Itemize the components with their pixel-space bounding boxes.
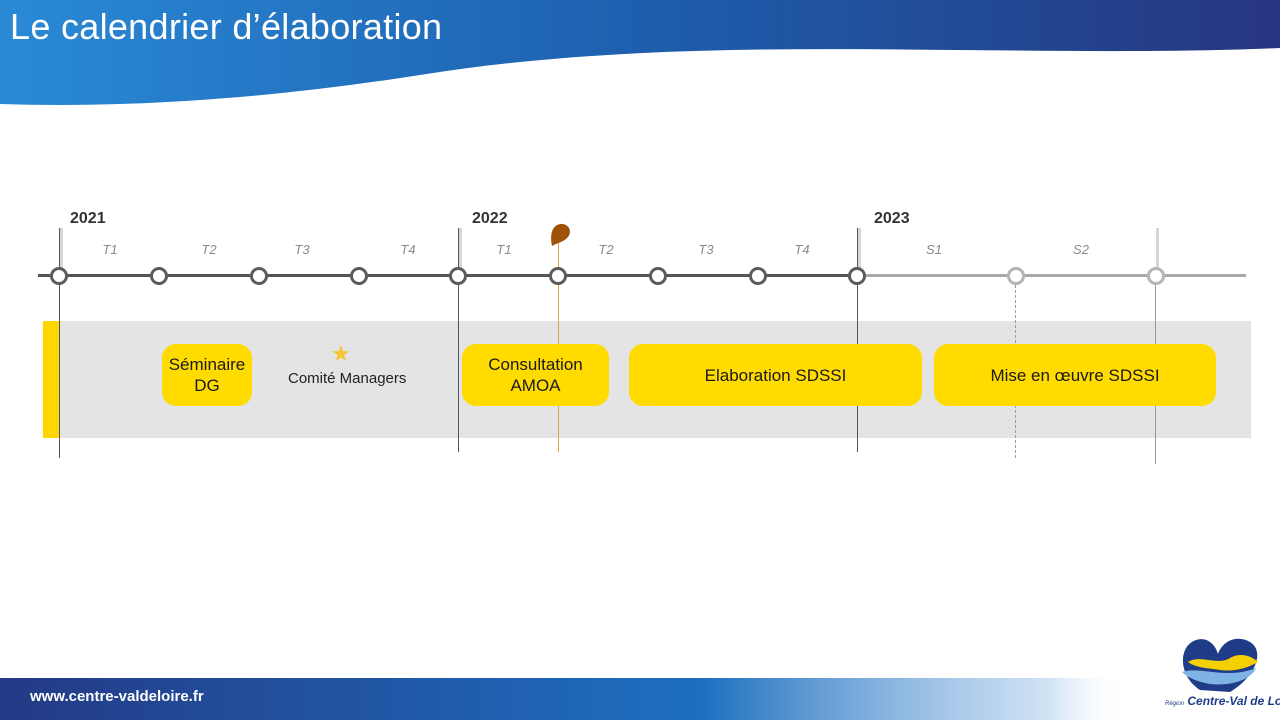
phase-mise-en-oeuvre-sdssi: Mise en œuvre SDSSI (934, 344, 1216, 406)
map-pin-icon (551, 223, 571, 246)
period-label: S1 (926, 242, 942, 257)
milestone-circle-future (1007, 267, 1025, 285)
period-label: T3 (698, 242, 714, 257)
milestone-circle (649, 267, 667, 285)
milestone-circle-future (1147, 267, 1165, 285)
milestone-circle (50, 267, 68, 285)
footer-band (0, 678, 1280, 720)
phase-label: Elaboration SDSSI (704, 365, 847, 385)
region-logo (1182, 638, 1258, 692)
year-divider-shadow (858, 228, 861, 274)
period-label: T1 (102, 242, 118, 257)
timeline-track (38, 274, 858, 277)
period-label: T2 (598, 242, 614, 257)
milestone-circle (848, 267, 866, 285)
phase-elaboration-sdssi: Elaboration SDSSI (629, 344, 922, 406)
phase-seminaire-dg: Séminaire DG (162, 344, 252, 406)
milestone-circle (749, 267, 767, 285)
year-label-2023: 2023 (874, 210, 910, 227)
phase-consultation-amoa: Consultation AMOA (462, 344, 609, 406)
period-label: T2 (201, 242, 217, 257)
period-label: T3 (294, 242, 310, 257)
year-label-2022: 2022 (472, 210, 508, 227)
logo-wordmark: Région Centre-Val de Loire (1165, 694, 1280, 708)
logo-wordmark-main: Centre-Val de Loire (1187, 694, 1280, 708)
phase-label-line1: Séminaire (168, 355, 246, 374)
year-divider-shadow (459, 228, 462, 274)
page-title: Le calendrier d’élaboration (10, 6, 443, 47)
year-label-2021: 2021 (70, 210, 106, 227)
phase-label: Mise en œuvre SDSSI (990, 365, 1160, 385)
logo-wordmark-small: Région (1165, 701, 1185, 707)
milestone-comite-managers: Comité Managers (288, 370, 407, 387)
phase-label-line1: Consultation (488, 355, 583, 374)
phase-label-line2: DG (194, 376, 220, 395)
milestone-circle (250, 267, 268, 285)
year-divider-shadow (1156, 228, 1159, 274)
year-divider-2023 (857, 228, 858, 452)
period-label: T4 (400, 242, 416, 257)
period-label: T1 (496, 242, 512, 257)
year-divider-2022 (458, 228, 459, 452)
year-divider-shadow (60, 228, 63, 274)
milestone-circle (549, 267, 567, 285)
period-label: S2 (1073, 242, 1089, 257)
timeline-track-future (858, 274, 1246, 277)
milestone-circle (449, 267, 467, 285)
header-band (0, 0, 1280, 110)
milestone-circle (150, 267, 168, 285)
footer-website-link[interactable]: www.centre-valdeloire.fr (30, 688, 204, 705)
year-divider-2021 (59, 228, 60, 458)
star-icon: ★ (331, 341, 351, 366)
period-label: T4 (794, 242, 810, 257)
phase-label-line2: AMOA (510, 376, 561, 395)
band-accent (43, 321, 59, 438)
milestone-circle (350, 267, 368, 285)
